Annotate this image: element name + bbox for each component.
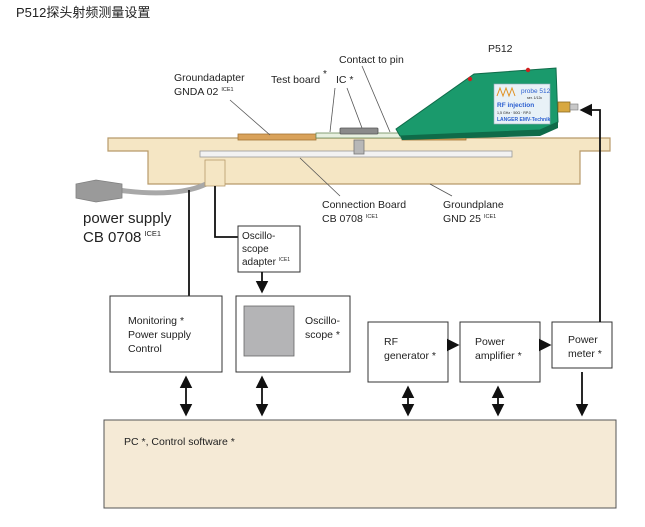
probe-label-plate	[493, 83, 551, 125]
osc-adapter-label-1: Oscillo-	[242, 231, 275, 242]
oscilloscope-screen	[243, 305, 295, 357]
oscilloscope-label-1: Oscillo-	[305, 315, 341, 327]
probe-serial-label: ser. 1/12c	[527, 96, 542, 100]
power-meter-label-1: Power	[568, 334, 598, 346]
power-plug	[75, 179, 123, 203]
arrow-meter-to-probe	[579, 103, 601, 322]
power-supply-label: power supply	[83, 210, 172, 227]
probe-rf-label: RF injection	[497, 102, 534, 109]
oscilloscope-label-2: scope *	[305, 329, 340, 341]
rf-generator-label-1: RF	[384, 336, 398, 348]
probe-p512: probe 512 ser. 1/12c RF injection 1,5 GH…	[395, 67, 579, 140]
osc-adapter-label-2: scope	[242, 244, 269, 255]
probe-spec-label: 1,5 GHz · 50Ω · RP.0	[497, 111, 531, 115]
probe-led-left	[467, 76, 473, 82]
power-amplifier-label-1: Power	[475, 336, 505, 348]
power-amplifier-label-2: amplifier *	[475, 350, 522, 362]
monitoring-label-3: Control	[128, 343, 162, 355]
groundadapter-label: Groundadapter	[174, 72, 245, 84]
monitoring-box	[109, 295, 223, 373]
rf-generator-box	[367, 321, 449, 383]
page-title: P512探头射频测量设置	[16, 5, 150, 20]
leader-lines	[229, 65, 453, 197]
probe-rf-connector	[557, 101, 571, 113]
power-amplifier-box	[459, 321, 541, 383]
osc-adapter-box	[237, 225, 301, 273]
probe-led-right	[525, 67, 531, 73]
probe-maker-label: LANGER EMV-Technik	[497, 117, 550, 123]
power-socket	[204, 159, 226, 187]
p512-label: P512	[488, 43, 513, 55]
test-board-label: Test board*	[271, 69, 327, 86]
monitoring-label-1: Monitoring *	[128, 315, 184, 327]
connector-pin	[353, 139, 365, 155]
groundadapter-left	[237, 133, 317, 141]
power-cable	[115, 181, 209, 196]
wire-to-osc-adapter	[214, 186, 238, 238]
power-meter-label-2: meter *	[568, 348, 602, 360]
probe-brand-label: probe 512	[521, 88, 551, 95]
monitoring-label-2: Power supply	[128, 329, 192, 341]
pc-control-label: PC *, Control software *	[124, 436, 235, 448]
groundplane-label: Groundplane	[443, 199, 504, 211]
ic-label: IC *	[336, 74, 354, 86]
connection-board-label: Connection Board	[322, 199, 406, 211]
pc-control-box	[103, 419, 617, 509]
contact-to-pin-label: Contact to pin	[339, 54, 404, 66]
power-meter-box	[551, 321, 613, 369]
rf-generator-label-2: generator *	[384, 350, 436, 362]
ic-chip	[339, 127, 379, 135]
